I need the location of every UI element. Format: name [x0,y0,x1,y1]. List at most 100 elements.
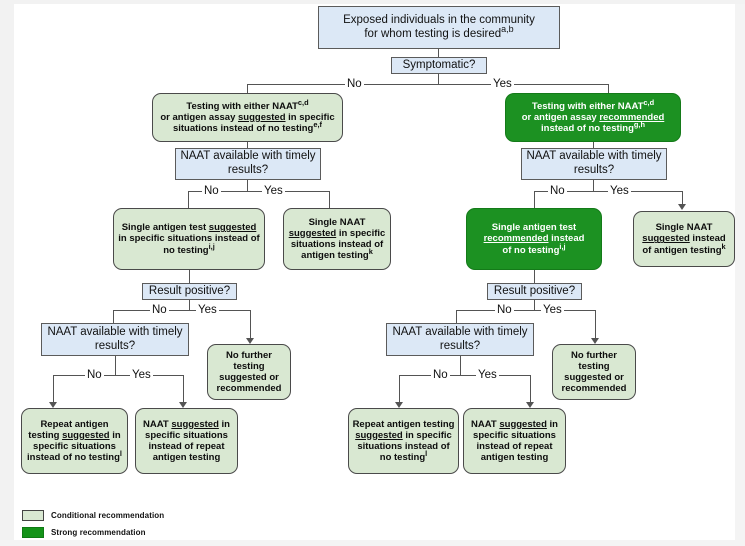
edge-left-naatq-stem [247,180,248,191]
node-rns-line3: instead of repeat [476,441,553,452]
edge-left-result-bus [113,310,250,311]
edge-label-right-result-no: No [495,304,514,316]
node-left-naat-available-question-2: NAAT available with timely results? [41,323,189,356]
node-left-single-antigen-test: Single antigen test suggested in specifi… [113,208,265,270]
node-rra-emph: suggested [355,429,403,441]
edge-left-result-stem [189,300,190,310]
edge-right-result-yes-drop [595,310,596,339]
edge-label-left-naatq2-yes: Yes [130,369,153,381]
node-rra-line4: no testing [379,452,426,464]
node-lra-sup: l [119,449,122,459]
edge-label-right-naatq-no: No [548,185,567,197]
arrow-left-result-yes [246,338,254,344]
legend-label-strong: Strong recommendation [51,528,146,537]
node-left-testing-sup2: e,f [313,119,323,129]
node-rnf-line4: recommended [561,383,627,395]
edge-right-testing-to-naatq [593,142,594,148]
page-edge-top [0,0,745,4]
node-right-naatq2-line1: NAAT available with timely [392,325,528,338]
node-right-naat-available-question: NAAT available with timely results? [521,148,667,180]
edge-label-symptomatic-yes: Yes [491,78,514,90]
node-left-testing-line2a: or antigen assay [160,111,238,123]
edge-left-naatq2-no-drop [53,375,54,403]
node-rsn-line2b: instead [689,233,726,245]
node-right-testing-line3: instead of no testing [541,123,634,135]
node-left-naatq-line1: NAAT available with timely [180,150,316,163]
node-left-result-label: Result positive? [148,284,231,297]
node-left-naatq2-line2: results? [94,339,136,352]
edge-right-naatq-stem [593,180,594,191]
node-right-naat-suggested: NAAT suggested in specific situations in… [463,408,566,474]
node-lra-line4: instead of no testing [27,452,120,464]
node-rsn-line3: of antigen testing [642,244,722,256]
legend-label-conditional: Conditional recommendation [51,511,165,520]
node-lns-emph: suggested [171,418,219,430]
node-root-line1: Exposed individuals in the community [343,13,535,26]
edge-right-result-no-drop [456,310,457,323]
node-left-testing-emph: suggested [238,111,286,123]
node-right-single-antigen-test: Single antigen test recommended instead … [466,208,602,270]
edge-root-to-symptomatic [438,49,439,57]
node-root: Exposed individuals in the community for… [318,6,560,49]
node-right-testing-sup2: g,h [633,119,645,129]
edge-left-result-yes-drop [250,310,251,339]
node-symptomatic-question: Symptomatic? [391,57,487,74]
node-left-naatq2-line1: NAAT available with timely [47,325,183,338]
node-rra-line2b: in specific [402,429,452,441]
edge-right-result-stem [534,300,535,310]
node-lnf-line2: testing [233,360,265,372]
node-right-testing-line1: Testing with either NAAT [531,100,644,112]
node-rns-line4: antigen testing [480,452,549,464]
arrow-left-naatq2-no [49,402,57,408]
node-lns-line4: antigen testing [152,452,221,464]
arrow-right-naatq2-no [395,402,403,408]
edge-right-naatq-yes-drop [682,191,683,205]
node-left-testing-line1: Testing with either NAAT [186,100,298,112]
edge-label-right-result-yes: Yes [541,304,564,316]
node-lsat-line3: no testing [163,244,209,256]
edge-right-naatq2-bus [399,375,530,376]
node-lsn-emph: suggested [288,227,337,239]
page-edge-left [0,0,14,546]
edge-label-right-naatq2-yes: Yes [476,369,499,381]
node-lsat-line2: in specific situations instead of [118,233,260,245]
edge-label-right-naatq2-no: No [431,369,450,381]
node-lnf-line1: No further [226,349,272,361]
legend-swatch-conditional [22,510,44,521]
edge-symptomatic-no-drop [247,84,248,93]
node-rnf-line2: testing [578,360,610,372]
node-lra-emph: suggested [62,429,110,441]
node-left-no-further-testing: No further testing suggested or recommen… [207,344,291,400]
edge-left-result-no-drop [113,310,114,323]
page-edge-right [735,0,745,546]
edge-left-naatq2-stem [115,356,116,375]
node-rsat-sup: i,j [559,241,566,251]
legend-item-strong: Strong recommendation [22,527,146,538]
node-rsat-line1: Single antigen test [491,222,577,234]
node-lsn-sup: k [368,247,373,257]
node-lns-line2: specific situations [145,429,228,441]
node-rra-line3: situations instead of [357,441,450,452]
edge-left-naatq2-bus [53,375,183,376]
edge-left-naatq2-yes-drop [183,375,184,403]
node-rsat-emph: recommended [483,233,549,245]
node-rns-line2: specific situations [473,429,556,441]
node-rns-emph: suggested [499,418,547,430]
node-rsn-line1: Single NAAT [655,222,713,234]
edge-left-naatq-yes-drop [329,191,330,208]
node-right-testing: Testing with either NAATc,d or antigen a… [505,93,681,142]
edge-label-right-naatq-yes: Yes [608,185,631,197]
edge-symptomatic-stem [438,74,439,84]
node-root-sup: a,b [501,23,514,34]
edge-label-left-naatq2-no: No [85,369,104,381]
node-left-testing-line3: situations instead of no testing [172,123,314,135]
node-lra-line2b: in [109,429,121,441]
node-left-result-positive-question: Result positive? [142,283,237,300]
node-right-naat-available-question-2: NAAT available with timely results? [386,323,534,356]
node-right-naatq-line1: NAAT available with timely [526,150,662,163]
node-lsn-line1: Single NAAT [308,216,366,228]
node-right-testing-sup1: c,d [643,97,655,107]
edge-label-left-result-no: No [150,304,169,316]
node-rsn-sup: k [721,241,726,251]
